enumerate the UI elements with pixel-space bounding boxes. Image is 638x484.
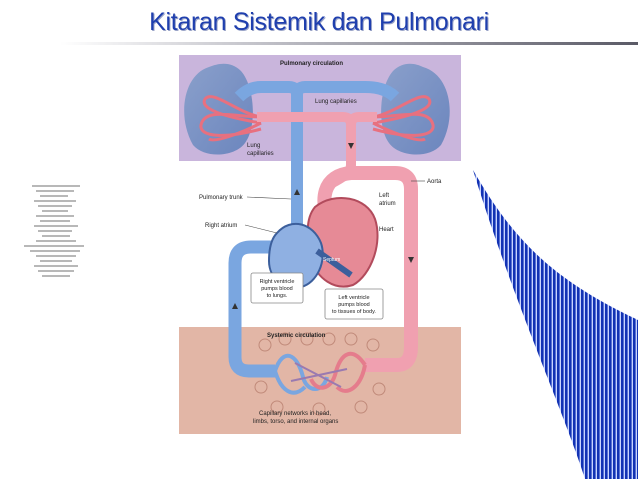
lung-capillaries-right: [372, 95, 435, 142]
left-atrium-label-2: atrium: [379, 201, 396, 207]
capillary-networks-label-2: limbs, torso, and internal organs: [253, 419, 338, 425]
vena-cava: [228, 240, 289, 378]
heart-label: Heart: [379, 227, 394, 233]
aorta-label: Aorta: [427, 179, 442, 185]
pulmonary-circulation-label: Pulmonary circulation: [280, 61, 343, 67]
lung-capillaries-label: Lung capillaries: [315, 99, 357, 105]
lung-capillaries-left-label-2: capillaries: [247, 151, 274, 157]
right-atrium-label: Right atrium: [205, 223, 237, 229]
lv-callout: Left ventricle pumps blood to tissues of…: [324, 288, 384, 320]
lv-callout-line-1: Left ventricle: [338, 295, 369, 301]
systemic-capillaries: [273, 351, 367, 395]
right-lung: [381, 63, 450, 155]
septum-label: Septum: [323, 257, 340, 263]
rv-callout: Right ventricle pumps blood to lungs.: [250, 272, 304, 304]
aorta-vessel: [317, 166, 418, 372]
circulation-diagram: Pulmonary circulation Lung capillaries L…: [165, 47, 470, 434]
faded-text-column: [22, 183, 92, 281]
slide-title: Kitaran Sistemik dan Pulmonari: [149, 8, 489, 36]
lv-callout-line-3: to tissues of body.: [332, 309, 376, 315]
tissue-cells: [254, 332, 386, 416]
pulmonary-trunk-label: Pulmonary trunk: [199, 195, 244, 201]
title-underline: [60, 42, 638, 45]
systemic-circulation-label: Systemic circulation: [267, 333, 326, 339]
lung-capillaries-left: [199, 95, 262, 142]
lung-capillaries-left-label-1: Lung: [247, 143, 260, 149]
heart-septum: [315, 248, 353, 278]
rv-callout-line-3: to lungs.: [267, 293, 288, 299]
decorative-corner: [473, 170, 638, 479]
left-lung: [184, 63, 253, 155]
lv-callout-line-2: pumps blood: [338, 302, 370, 308]
pulmonary-artery: [234, 81, 400, 257]
rv-callout-line-1: Right ventricle: [260, 279, 295, 285]
rv-callout-line-2: pumps blood: [261, 286, 293, 292]
capillary-networks-label-1: Capillary networks in head,: [259, 411, 331, 417]
pulmonary-vein: [257, 112, 377, 165]
flow-arrows: [232, 143, 414, 309]
systemic-panel: [179, 327, 461, 434]
left-atrium-label-1: Left: [379, 193, 389, 199]
